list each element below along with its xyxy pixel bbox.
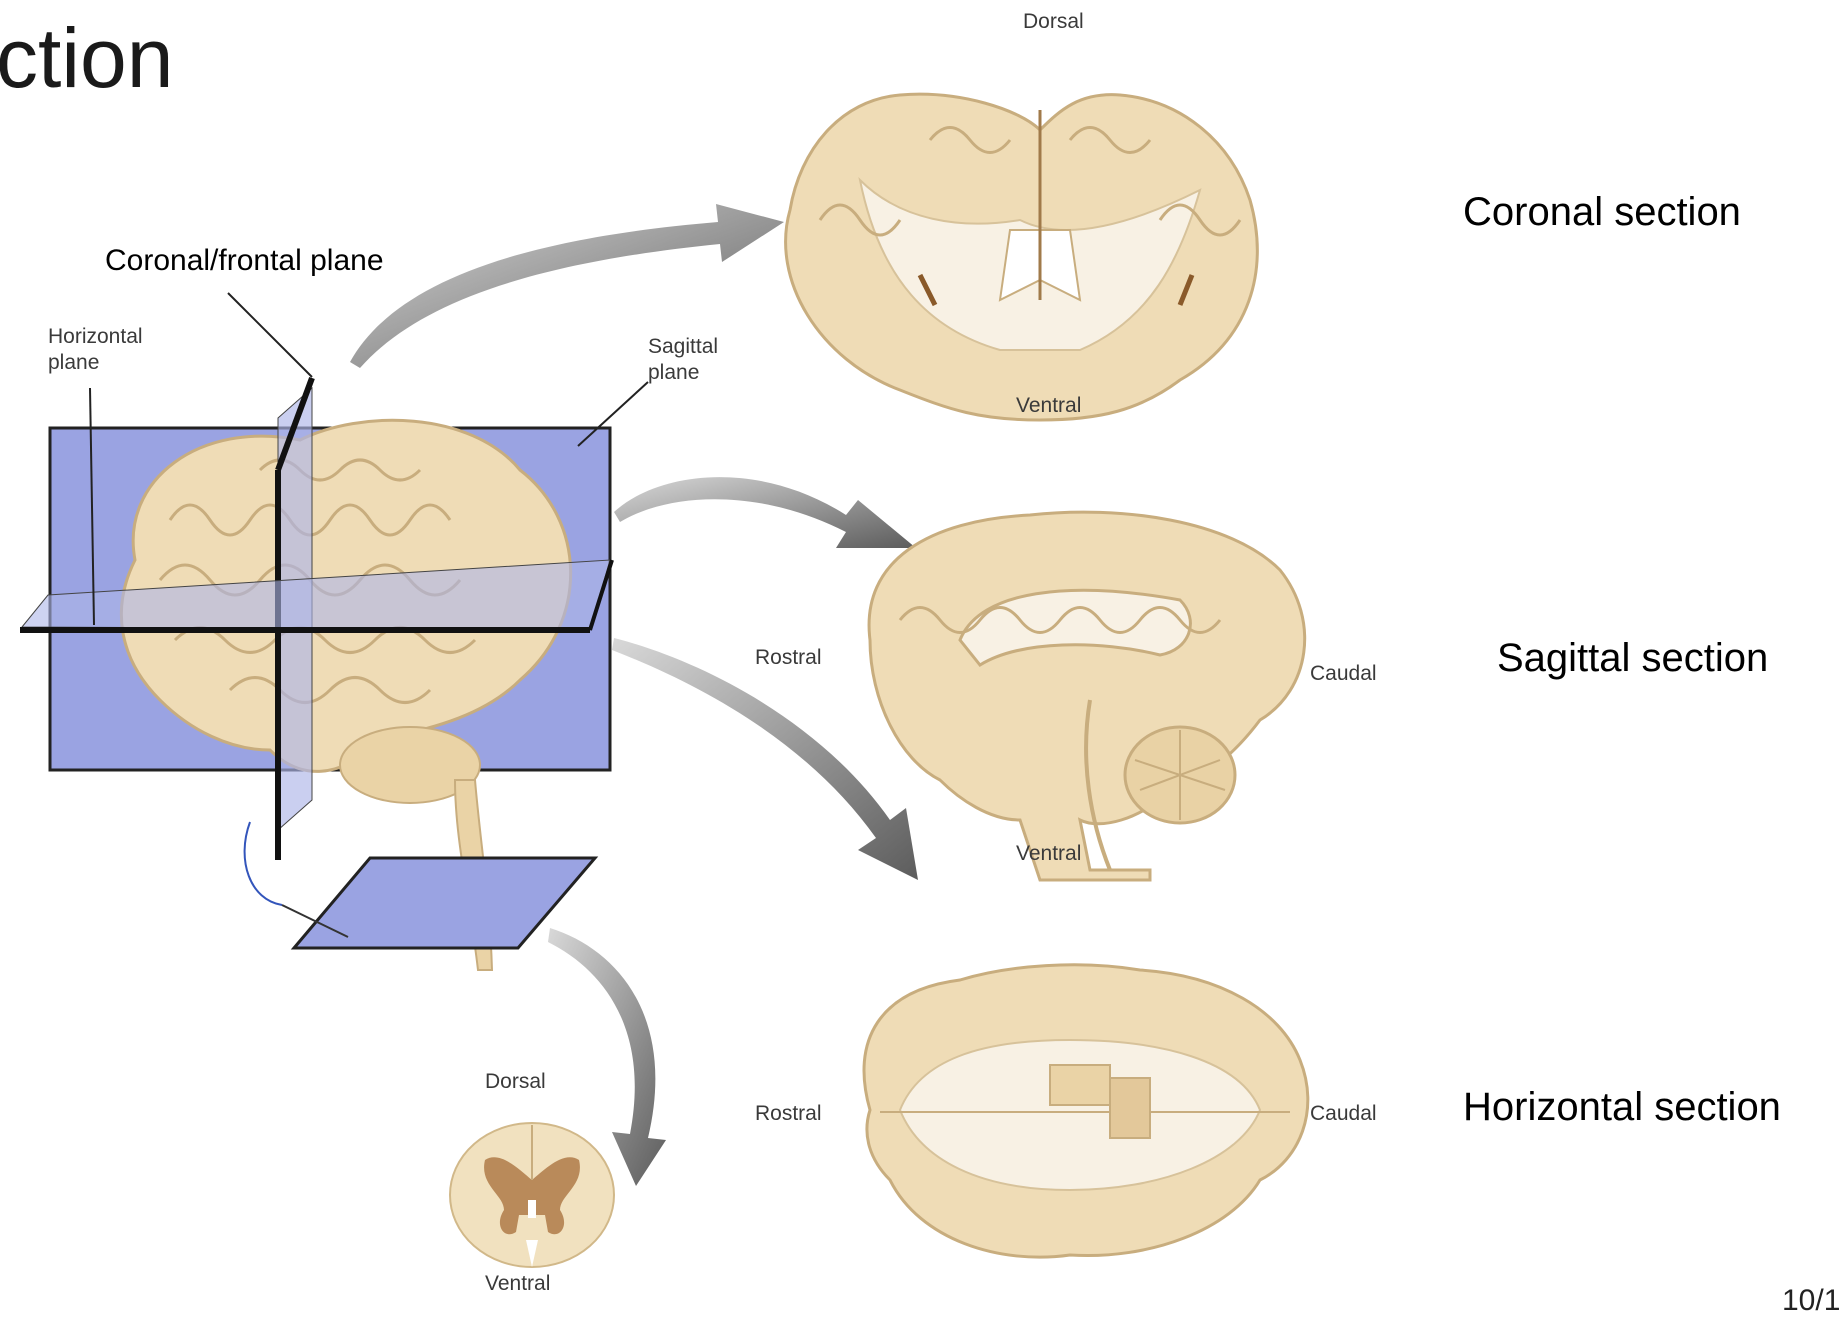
- sagittal-leader-line: [578, 382, 648, 446]
- sagittal-ventral-label: Ventral: [1016, 842, 1081, 866]
- sagittal-section-image: [869, 512, 1305, 880]
- arrow-to-sagittal: [614, 477, 916, 548]
- horizontal-plane-label: Horizontal plane: [48, 324, 143, 376]
- coronal-ventral-label: Ventral: [1016, 394, 1081, 418]
- sagittal-rostral-label: Rostral: [755, 646, 822, 670]
- sagittal-caudal-label: Caudal: [1310, 662, 1377, 686]
- horizontal-rostral-label: Rostral: [755, 1102, 822, 1126]
- horizontal-section-caption: Horizontal section: [1463, 1085, 1781, 1130]
- spinal-transverse-plane: [245, 822, 595, 948]
- coronal-dorsal-label: Dorsal: [1023, 10, 1084, 34]
- sagittal-plane-label-line2: plane: [648, 360, 718, 386]
- horizontal-plane-label-line1: Horizontal: [48, 324, 143, 350]
- sagittal-section-caption: Sagittal section: [1497, 636, 1768, 681]
- page-number: 10/1: [1782, 1284, 1840, 1318]
- horizontal-section-image: [864, 965, 1308, 1257]
- spinal-cross-section-image: [450, 1123, 614, 1267]
- spinal-ventral-label: Ventral: [485, 1272, 550, 1296]
- coronal-plane-label: Coronal/frontal plane: [105, 244, 384, 278]
- coronal-section-caption: Coronal section: [1463, 190, 1741, 235]
- coronal-section-image: [786, 94, 1258, 420]
- horizontal-plane-label-line2: plane: [48, 350, 143, 376]
- arrow-to-coronal: [350, 204, 784, 368]
- spinal-dorsal-label: Dorsal: [485, 1070, 546, 1094]
- sagittal-plane-label: Sagittal plane: [648, 334, 718, 386]
- sagittal-plane-label-line1: Sagittal: [648, 334, 718, 360]
- horizontal-caudal-label: Caudal: [1310, 1102, 1377, 1126]
- coronal-leader-line: [228, 293, 312, 377]
